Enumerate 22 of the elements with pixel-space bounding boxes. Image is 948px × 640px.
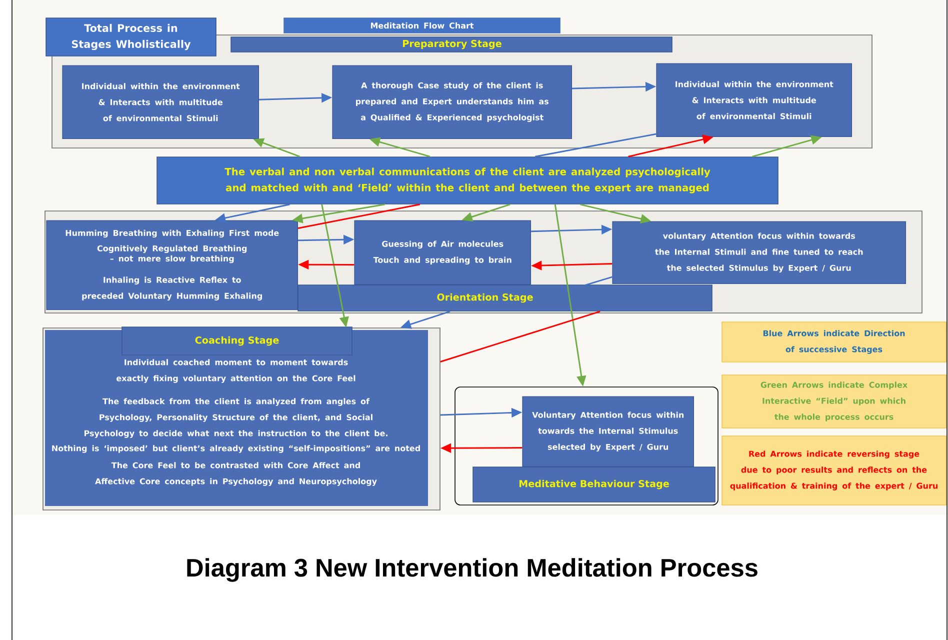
process-box: Individual within the environment & Interacts with multitude of environmental Stimuli: [62, 65, 259, 139]
note-box: Blue Arrows indicate Direction of successive Stages: [722, 322, 946, 362]
stage-heading-bar: Preparatory Stage: [230, 36, 672, 52]
process-box: Individual within the environment & Interacts with multitude of environmental Stimuli: [656, 63, 852, 137]
process-box: The verbal and non verbal communications of the client are analyzed psychologically and matched with and ‘Field’ within the client and between the expert are managed: [156, 156, 778, 204]
caption: Diagram 3 New Intervention Meditation Process: [187, 558, 758, 582]
process-box: Guessing of Air molecules Touch and spreading to brain: [354, 220, 531, 285]
process-box: Voluntary Attention focus within towards the Internal Stimulus selected by Expert / Guru: [522, 396, 694, 467]
note-box: Red Arrows indicate reversing stage due to poor results and reflects on the qualification & training of the expert / Guru: [722, 436, 946, 506]
note-box: Green Arrows indicate Complex Interactive “Field” upon which the whole process occurs: [722, 374, 946, 428]
title-bar: Meditation Flow Chart: [284, 18, 560, 34]
stage-heading-bar: Meditative Behaviour Stage: [472, 466, 716, 502]
note-text: The Core Feel to be contrasted with Core Affect and Affective Core concepts in Psychology and Neuropsychology: [95, 462, 377, 486]
title-box: Total Process in Stages Wholistically: [46, 18, 216, 56]
note-text: Nothing is ‘imposed’ but client’s already existing “self-impositions” are noted: [52, 445, 420, 453]
process-box: voluntary Attention focus within towards the Internal Stimuli and fine tuned to reach the selected Stimulus by Expert / Guru: [612, 221, 906, 284]
note-text: The feedback from the client is analyzed from angles of Psychology, Personality Structure of the client, and Social Psychology to decide what next the instruction to the client be.: [84, 398, 388, 438]
stage-heading-bar: Orientation Stage: [298, 284, 712, 312]
process-box: A thorough Case study of the client is prepared and Expert understands him as a Qualified & Experienced psychologist: [332, 65, 572, 139]
note-text: Individual coached moment to moment towards exactly fixing voluntary attention on the Core Feel: [116, 359, 356, 383]
stage-heading-bar: Coaching Stage: [122, 326, 352, 356]
process-box: Humming Breathing with Exhaling First mode Cognitively Regulated Breathing – not mere slow breathing Inhaling is Reactive Reflex to preceded Voluntary Humming Exhaling: [46, 220, 298, 310]
